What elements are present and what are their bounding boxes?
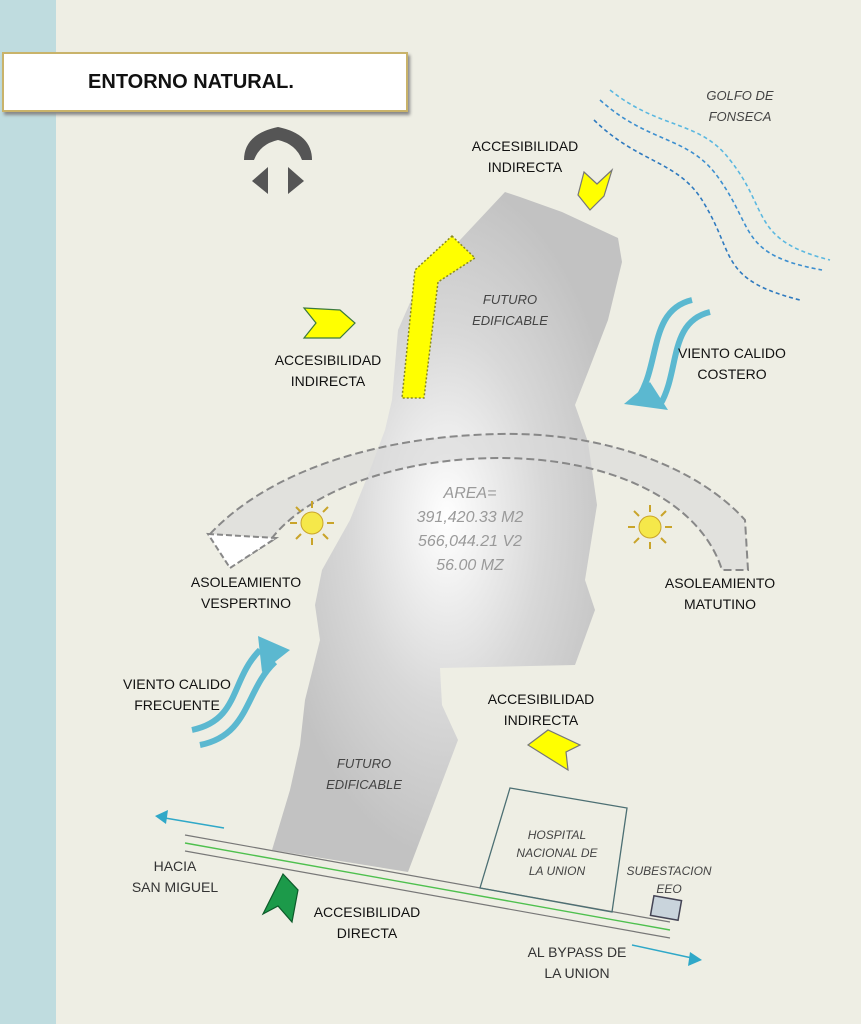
hospital-block xyxy=(479,787,628,913)
substation-block xyxy=(649,894,683,922)
title-box: ENTORNO NATURAL. xyxy=(2,52,408,112)
direction-arrow-right xyxy=(631,944,702,966)
direction-arrow-left xyxy=(155,810,225,829)
north-arrow-icon xyxy=(244,127,312,194)
access-arrow-left xyxy=(302,307,356,339)
access-arrow-top xyxy=(577,168,614,211)
sun-path-arrowhead xyxy=(206,532,280,570)
left-band xyxy=(0,0,56,1024)
coastal-wind-arrow xyxy=(637,297,711,407)
frequent-wind-arrow xyxy=(191,647,278,748)
page-title: ENTORNO NATURAL. xyxy=(88,70,294,93)
gulf-water-lines xyxy=(593,89,831,301)
sun-icon xyxy=(290,501,334,545)
site-area xyxy=(272,192,622,872)
sun-path-arc xyxy=(208,432,750,571)
indirect-access-strip xyxy=(401,234,477,399)
access-arrow-right xyxy=(526,729,582,772)
coastal-wind-head xyxy=(624,382,668,410)
direct-access-arrow xyxy=(261,872,299,924)
sun-icon xyxy=(628,505,672,549)
frequent-wind-head xyxy=(258,636,290,672)
